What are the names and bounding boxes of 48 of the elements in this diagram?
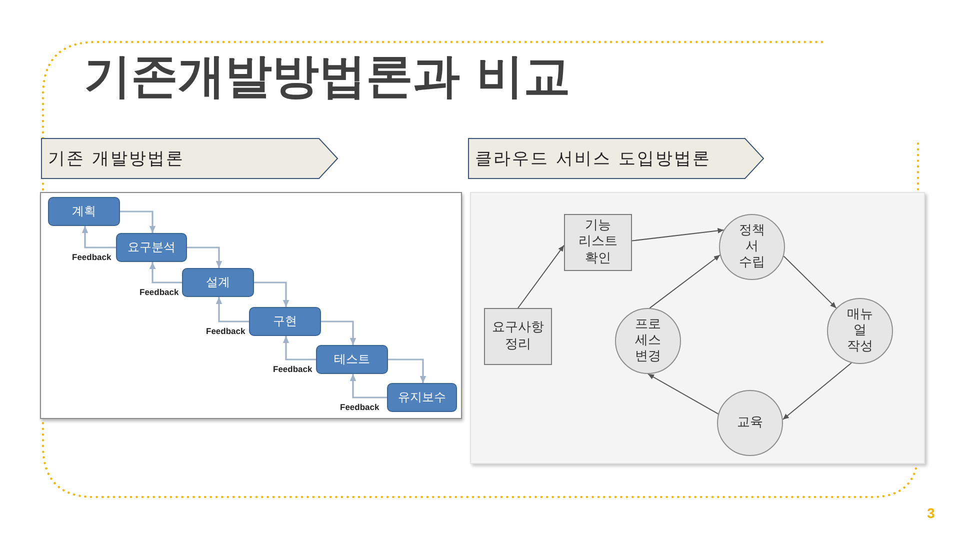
arrow xyxy=(321,320,356,345)
slide-title: 기존개발방법론과 비교 xyxy=(84,49,570,106)
arrow xyxy=(120,210,156,233)
node-text: 기능 리스트 확인 xyxy=(578,218,618,267)
chevron-banner xyxy=(468,138,764,179)
step-label: 유지보수 xyxy=(398,389,446,406)
arrow xyxy=(187,246,222,268)
edge-label: Feedback xyxy=(206,326,246,336)
node-text: 교육 xyxy=(736,414,764,432)
node-text: 프로 세스 변경 xyxy=(634,316,662,366)
node-text: 매뉴 얼 작성 xyxy=(846,306,874,356)
node-text: 요구사항 정리 xyxy=(491,320,545,353)
diagram-panel xyxy=(470,192,925,464)
process-box xyxy=(116,233,187,262)
process-box xyxy=(316,345,388,374)
arrow xyxy=(216,297,249,322)
arrow xyxy=(82,226,116,248)
section-heading: 클라우드 서비스 도입방법론 xyxy=(474,148,711,170)
step-label: 설계 xyxy=(206,274,230,291)
diagram-panel xyxy=(40,192,462,419)
step-label: 계획 xyxy=(72,203,96,220)
arrow xyxy=(782,362,852,420)
edge-label: Feedback xyxy=(273,364,312,374)
step-label: 구현 xyxy=(273,313,297,330)
arrow xyxy=(282,336,316,360)
arrow xyxy=(518,244,564,308)
edge-label: Feedback xyxy=(72,252,112,262)
page-number: 3 xyxy=(927,505,935,521)
arrow xyxy=(388,358,426,383)
arrow xyxy=(149,262,182,284)
process-box xyxy=(484,308,552,365)
section-heading: 기존 개발방법론 xyxy=(47,148,184,170)
process-box xyxy=(182,268,254,297)
arrow xyxy=(632,228,724,242)
arrow xyxy=(783,256,837,309)
process-box xyxy=(564,214,632,271)
chevron-banner xyxy=(41,138,338,179)
arrow xyxy=(649,254,720,309)
process-box xyxy=(48,197,120,226)
step-label: 테스트 xyxy=(334,351,370,368)
step-label: 요구분석 xyxy=(128,239,176,256)
node-text: 정책 서 수립 xyxy=(738,222,766,272)
arrow xyxy=(648,374,719,414)
process-box xyxy=(387,383,457,412)
arrow xyxy=(254,282,290,307)
arrow xyxy=(350,374,387,398)
edge-label: Feedback xyxy=(340,402,380,412)
process-box xyxy=(249,307,321,336)
